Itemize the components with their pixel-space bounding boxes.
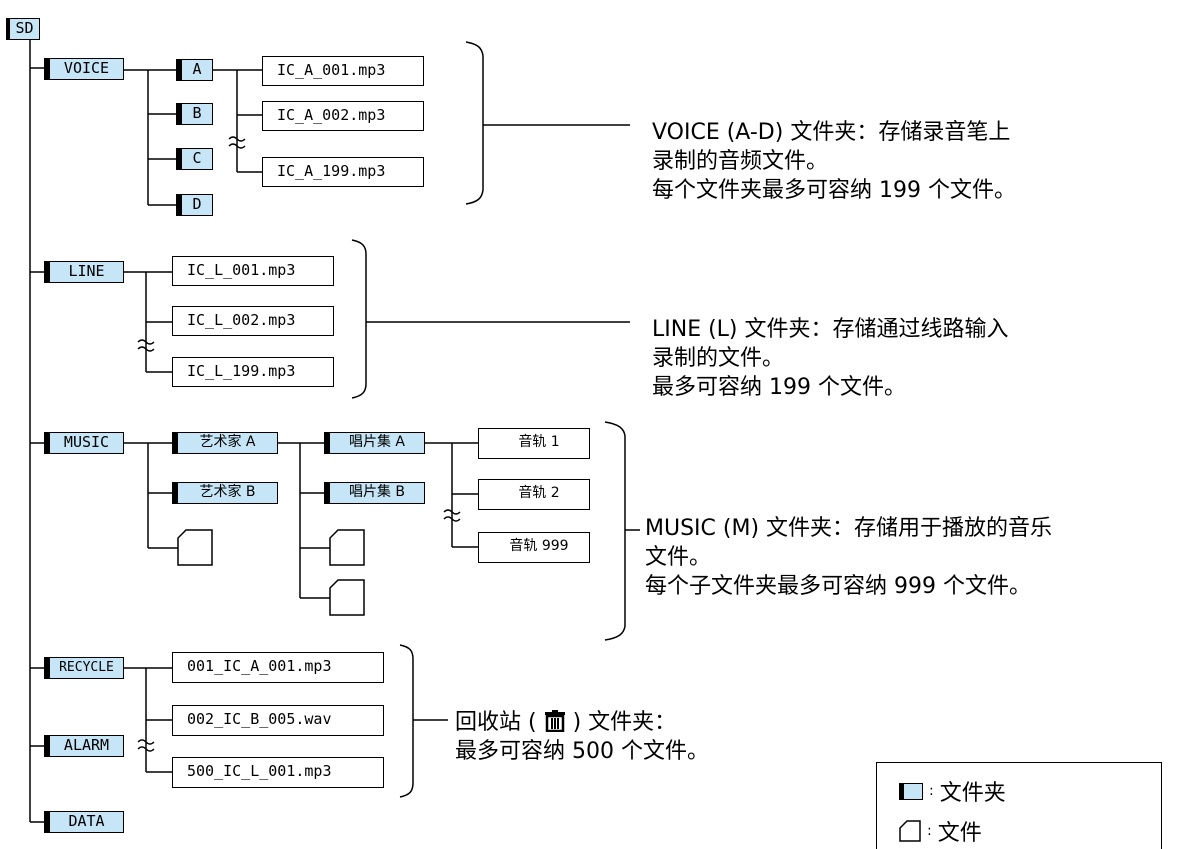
root-folder-sd[interactable]: SD (6, 18, 40, 40)
file-ic-l-002[interactable]: IC_L_002.mp3 (172, 306, 334, 336)
line-description-line-2: 录制的文件。 (652, 346, 785, 371)
folder-recycle[interactable]: RECYCLE (44, 657, 124, 679)
folder-music[interactable]: MUSIC (44, 432, 124, 454)
trash-icon (544, 710, 565, 732)
recycle-description-post: ) 文件夹： (572, 710, 677, 735)
legend-colon: : (929, 783, 934, 799)
file-recycle-001[interactable]: 001_IC_A_001.mp3 (172, 652, 384, 683)
folder-data[interactable]: DATA (44, 811, 124, 833)
folder-artist-b[interactable]: 艺术家 B (172, 482, 278, 504)
folder-voice-b[interactable]: B (176, 103, 213, 125)
folder-album-a[interactable]: 唱片集 A (324, 432, 425, 454)
music-description-line-2: 文件。 (645, 545, 712, 570)
folder-line[interactable]: LINE (44, 261, 124, 283)
voice-description: VOICE (A-D) 文件夹：存储录音笔上 录制的音频文件。 每个文件夹最多可… (652, 118, 1016, 205)
file-track-2[interactable]: 音轨 2 (478, 479, 590, 510)
voice-description-line-1: VOICE (A-D) 文件夹：存储录音笔上 (652, 120, 1011, 145)
music-description-line-1: MUSIC (M) 文件夹：存储用于播放的音乐 (645, 516, 1053, 541)
file-track-1[interactable]: 音轨 1 (478, 428, 590, 459)
file-ic-a-002[interactable]: IC_A_002.mp3 (262, 101, 424, 131)
recycle-description-line-1: 回收站 ( ) 文件夹： (455, 708, 709, 737)
voice-description-line-3: 每个文件夹最多可容纳 199 个文件。 (652, 178, 1016, 203)
legend-box: : 文件夹 : 文件 (876, 762, 1162, 849)
legend-file-label: 文件 (937, 821, 982, 846)
folder-voice-a[interactable]: A (176, 59, 213, 81)
line-description-line-1: LINE (L) 文件夹：存储通过线路输入 (652, 317, 1009, 342)
file-icon (899, 820, 921, 842)
folder-voice-d[interactable]: D (176, 194, 213, 216)
music-description: MUSIC (M) 文件夹：存储用于播放的音乐 文件。 每个子文件夹最多可容纳 … (645, 514, 1052, 601)
legend-folder-label: 文件夹 (939, 781, 1006, 806)
legend-colon: : (927, 823, 932, 839)
folder-voice-c[interactable]: C (176, 148, 213, 170)
legend-folder-row: : 文件夹 (899, 775, 1006, 807)
file-ic-a-199[interactable]: IC_A_199.mp3 (262, 157, 424, 187)
recycle-description: 回收站 ( ) 文件夹： 最多可容纳 500 个文件。 (455, 708, 709, 766)
folder-icon (899, 782, 923, 800)
voice-description-line-2: 录制的音频文件。 (652, 149, 829, 174)
file-ic-a-001[interactable]: IC_A_001.mp3 (262, 56, 424, 86)
recycle-description-pre: 回收站 ( (455, 710, 537, 735)
line-description: LINE (L) 文件夹：存储通过线路输入 录制的文件。 最多可容纳 199 个… (652, 315, 1009, 402)
file-track-999[interactable]: 音轨 999 (478, 532, 590, 563)
file-recycle-002[interactable]: 002_IC_B_005.wav (172, 705, 384, 736)
legend-file-row: : 文件 (899, 815, 982, 847)
line-description-line-3: 最多可容纳 199 个文件。 (652, 375, 906, 400)
folder-artist-a[interactable]: 艺术家 A (172, 432, 278, 454)
file-ic-l-001[interactable]: IC_L_001.mp3 (172, 256, 334, 286)
file-recycle-500[interactable]: 500_IC_L_001.mp3 (172, 757, 384, 788)
file-ic-l-199[interactable]: IC_L_199.mp3 (172, 357, 334, 387)
folder-alarm[interactable]: ALARM (44, 735, 124, 757)
music-description-line-3: 每个子文件夹最多可容纳 999 个文件。 (645, 574, 1031, 599)
recycle-description-line-2: 最多可容纳 500 个文件。 (455, 739, 709, 764)
folder-album-b[interactable]: 唱片集 B (324, 482, 425, 504)
folder-voice[interactable]: VOICE (44, 58, 124, 80)
